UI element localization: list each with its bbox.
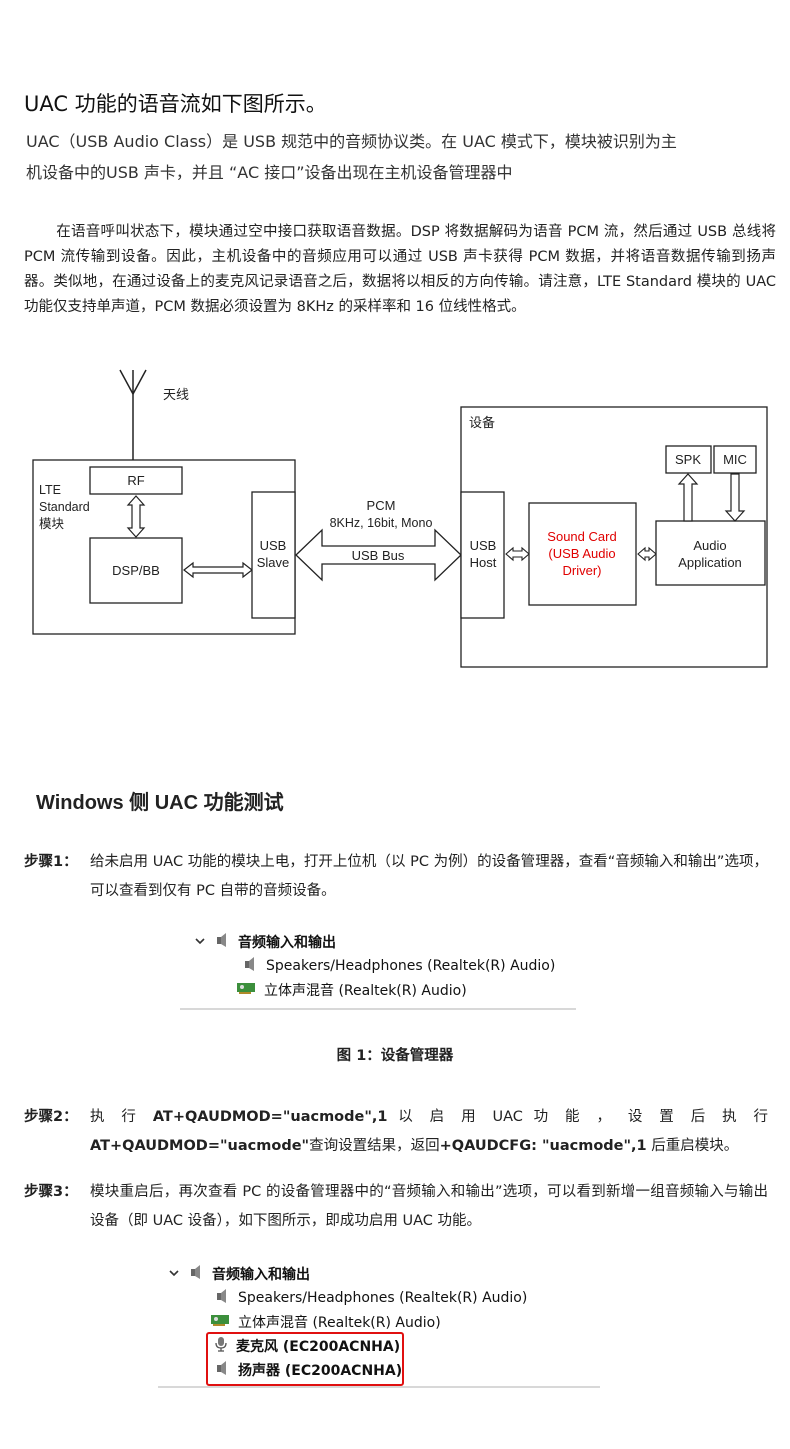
device-item-row[interactable]: 扬声器 (EC200ACNHA)	[214, 1360, 402, 1380]
device-manager-screenshot-2: 音频输入和输出 Speakers/Headphones (Realtek(R) …	[158, 1260, 600, 1390]
rf-dsp-arrow	[126, 495, 146, 538]
description-paragraph: 在语音呼叫状态下，模块通过空中接口获取语音数据。DSP 将数据解码为语音 PCM…	[24, 220, 776, 320]
intro-line: 机设备中的USB 声卡，并且 “AC 接口”设备出现在主机设备管理器中	[26, 163, 513, 182]
step-label: 步骤2：	[24, 1109, 78, 1125]
speaker-icon	[188, 1264, 204, 1284]
windows-test-title: Windows 侧 UAC 功能测试	[36, 792, 284, 814]
device-item-label: Speakers/Headphones (Realtek(R) Audio)	[266, 958, 556, 974]
at-response: +QAUDCFG: "uacmode",1	[439, 1138, 647, 1154]
spk-label: SPK	[675, 452, 701, 467]
app-to-spk-arrow	[677, 473, 699, 522]
host-soundcard-arrow	[505, 546, 530, 562]
speaker-icon	[214, 1288, 230, 1308]
device-item-label: 麦克风 (EC200ACNHA)	[236, 1339, 401, 1355]
sound-card-icon	[236, 981, 256, 999]
module-label-line: LTE	[39, 483, 61, 497]
step-text-part: 以 启 用 UAC 功 能 ， 设 置 后 执 行	[387, 1109, 769, 1125]
speaker-icon	[242, 956, 258, 976]
audio-group-row[interactable]: 音频输入和输出	[168, 1264, 310, 1284]
figure-caption: 图 1：设备管理器	[336, 1048, 454, 1064]
chevron-down-icon[interactable]	[194, 934, 206, 950]
speaker-icon	[214, 932, 230, 952]
dsp-block	[89, 537, 183, 604]
rf-block	[89, 466, 183, 495]
dsp-usb-arrow	[183, 561, 253, 579]
sound-card-block	[528, 502, 637, 606]
antenna-label: 天线	[163, 387, 189, 402]
new-uac-devices-highlight	[206, 1332, 404, 1386]
at-command: AT+QAUDMOD="uacmode",1	[152, 1109, 388, 1125]
step-3: 步骤3： 模块重启后，再次查看 PC 的设备管理器中的“音频输入和输出”选项，可…	[24, 1178, 768, 1236]
step-2: 步骤2： 执 行 AT+QAUDMOD="uacmode",1 以 启 用 UA…	[24, 1103, 768, 1161]
intro-text: UAC（USB Audio Class）是 USB 规范中的音频协议类。在 UA…	[26, 126, 766, 188]
step-text-part: 执 行	[90, 1109, 153, 1125]
mic-label: MIC	[723, 452, 747, 467]
device-item-label: 扬声器 (EC200ACNHA)	[238, 1363, 403, 1379]
uac-voice-flow-diagram: 天线 LTE Standard 模块 RF DSP/BB USB Slave P…	[32, 369, 768, 668]
device-item-row[interactable]: 立体声混音 (Realtek(R) Audio)	[236, 980, 467, 1000]
device-label: 设备	[469, 415, 495, 430]
usb-slave-label: USB	[260, 538, 287, 553]
usb-bus-label: USB Bus	[352, 548, 405, 563]
rf-label: RF	[127, 473, 144, 488]
soundcard-app-arrow	[637, 546, 657, 562]
usb-host-label: USB	[470, 538, 497, 553]
module-label-line: 模块	[39, 517, 65, 531]
audio-app-label: Application	[678, 555, 742, 570]
step-text: 给未启用 UAC 功能的模块上电，打开上位机（以 PC 为例）的设备管理器，查看…	[90, 854, 768, 899]
device-item-label: 立体声混音 (Realtek(R) Audio)	[264, 983, 467, 999]
chevron-down-icon[interactable]	[168, 1266, 180, 1282]
sound-card-label: Driver)	[563, 563, 602, 578]
usb-slave-label: Slave	[257, 555, 290, 570]
step-text: 执 行 AT+QAUDMOD="uacmode",1 以 启 用 UAC 功 能…	[90, 1103, 768, 1161]
at-command: AT+QAUDMOD="uacmode"	[90, 1138, 310, 1154]
pcm-label: PCM	[367, 498, 396, 513]
pcm-spec-label: 8KHz, 16bit, Mono	[330, 516, 433, 530]
audio-app-block	[655, 520, 766, 586]
spk-block	[665, 445, 712, 474]
step-text: 模块重启后，再次查看 PC 的设备管理器中的“音频输入和输出”选项，可以看到新增…	[90, 1184, 768, 1229]
audio-group-label: 音频输入和输出	[212, 1267, 310, 1283]
audio-app-label: Audio	[693, 538, 726, 553]
module-label-line: Standard	[39, 500, 90, 514]
intro-line: UAC（USB Audio Class）是 USB 规范中的音频协议类。在 UA…	[26, 132, 677, 151]
usb-slave-block	[251, 491, 296, 619]
device-item-row[interactable]: Speakers/Headphones (Realtek(R) Audio)	[242, 956, 555, 976]
mic-to-app-arrow	[724, 473, 746, 522]
sound-card-icon	[210, 1313, 230, 1331]
usb-host-label: Host	[470, 555, 497, 570]
usb-host-block	[460, 491, 505, 619]
dsp-label: DSP/BB	[112, 563, 160, 578]
device-item-label: Speakers/Headphones (Realtek(R) Audio)	[238, 1290, 528, 1306]
antenna-icon	[119, 369, 147, 460]
sound-card-label: (USB Audio	[548, 546, 615, 561]
screenshot-divider	[180, 1008, 576, 1010]
audio-group-row[interactable]: 音频输入和输出	[194, 932, 336, 952]
step-text-part: 查询设置结果，返回	[309, 1138, 440, 1154]
step-label: 步骤3：	[24, 1184, 78, 1200]
step-label: 步骤1：	[24, 854, 78, 870]
device-item-label: 立体声混音 (Realtek(R) Audio)	[238, 1315, 441, 1331]
sound-card-label: Sound Card	[547, 529, 616, 544]
device-item-row[interactable]: Speakers/Headphones (Realtek(R) Audio)	[214, 1288, 527, 1308]
device-item-row[interactable]: 麦克风 (EC200ACNHA)	[214, 1336, 400, 1356]
paragraph-text: 在语音呼叫状态下，模块通过空中接口获取语音数据。DSP 将数据解码为语音 PCM…	[24, 224, 776, 315]
device-item-row[interactable]: 立体声混音 (Realtek(R) Audio)	[210, 1312, 441, 1332]
speaker-icon	[214, 1360, 230, 1380]
microphone-icon	[214, 1336, 228, 1356]
step-text-part: 后重启模块。	[646, 1138, 739, 1154]
mic-block	[713, 445, 757, 474]
device-manager-screenshot-1: 音频输入和输出 Speakers/Headphones (Realtek(R) …	[180, 928, 576, 1012]
audio-group-label: 音频输入和输出	[238, 935, 336, 951]
section-title: UAC 功能的语音流如下图所示。	[24, 92, 327, 116]
step-1: 步骤1： 给未启用 UAC 功能的模块上电，打开上位机（以 PC 为例）的设备管…	[24, 848, 768, 906]
screenshot-divider	[158, 1386, 600, 1388]
